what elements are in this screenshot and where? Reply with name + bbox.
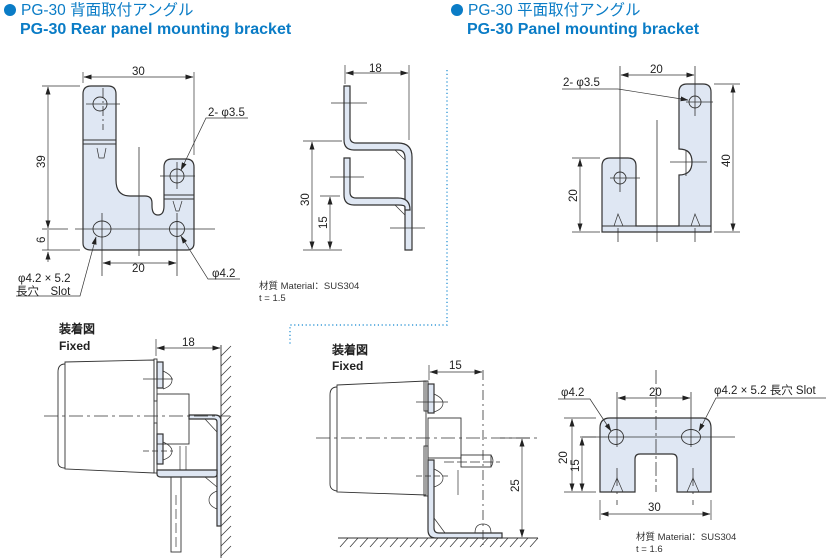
- right-material: 材質 Material：SUS304: [636, 531, 736, 543]
- rear-dim-bottom: 6: [36, 237, 48, 243]
- side-dim-lower: 15: [318, 216, 330, 229]
- panel-bracket-base-view: [558, 370, 826, 520]
- bullet-icon: [4, 4, 16, 16]
- left-title-en: PG-30 Rear panel mounting bracket: [20, 21, 292, 38]
- rear-dim-width: 30: [132, 66, 145, 78]
- right-thickness: t = 1.6: [636, 544, 663, 555]
- base-dim-spacing: 20: [649, 387, 662, 399]
- right-fixed-label-en: Fixed: [332, 359, 363, 373]
- right-fixed-view: [316, 365, 539, 548]
- rear-callout-small-holes: 2- φ3.5: [208, 107, 245, 119]
- rear-bracket-side-view: [303, 65, 425, 251]
- panel-dim-left-height: 20: [568, 189, 580, 202]
- rear-callout-hole: φ4.2: [212, 268, 235, 280]
- side-dim-height: 30: [300, 193, 312, 206]
- panel-bracket-front-view: [562, 66, 740, 242]
- panel-dim-spacing: 20: [650, 64, 663, 76]
- right-fixed-dim-depth: 15: [449, 360, 462, 372]
- left-title-jp: PG-30 背面取付アングル: [4, 2, 193, 20]
- right-title-jp-text: PG-30 平面取付アングル: [468, 2, 641, 19]
- base-dim-height: 20: [558, 451, 570, 464]
- panel-dim-total-height: 40: [721, 154, 733, 167]
- left-fixed-label-en: Fixed: [59, 339, 90, 353]
- base-callout-hole: φ4.2: [561, 387, 584, 399]
- rear-dim-height: 39: [36, 155, 48, 168]
- left-title-jp-text: PG-30 背面取付アングル: [21, 2, 194, 19]
- left-thickness: t = 1.5: [259, 293, 286, 304]
- rear-callout-slot-line1: φ4.2 × 5.2: [18, 273, 71, 285]
- right-title-en: PG-30 Panel mounting bracket: [467, 21, 700, 38]
- panel-callout-small-holes: 2- φ3.5: [563, 77, 600, 89]
- rear-callout-slot-line2: 長穴 Slot: [16, 284, 71, 298]
- base-dim-hole-height: 15: [570, 459, 582, 472]
- left-material: 材質 Material：SUS304: [259, 280, 359, 292]
- bullet-icon: [451, 4, 463, 16]
- left-fixed-label-jp: 装着図: [58, 321, 95, 336]
- rear-bracket-front-view: [16, 72, 248, 297]
- rear-dim-hole-spacing: 20: [132, 263, 145, 275]
- left-fixed-view: [44, 339, 232, 558]
- right-title-jp: PG-30 平面取付アングル: [451, 2, 640, 20]
- side-dim-depth: 18: [369, 63, 382, 75]
- base-dim-width: 30: [648, 502, 661, 514]
- section-divider: [289, 70, 448, 345]
- left-fixed-dim-depth: 18: [182, 337, 195, 349]
- right-fixed-label-jp: 装着図: [331, 342, 368, 357]
- base-callout-slot: φ4.2 × 5.2 長穴 Slot: [714, 383, 817, 397]
- right-fixed-dim-height: 25: [510, 479, 522, 492]
